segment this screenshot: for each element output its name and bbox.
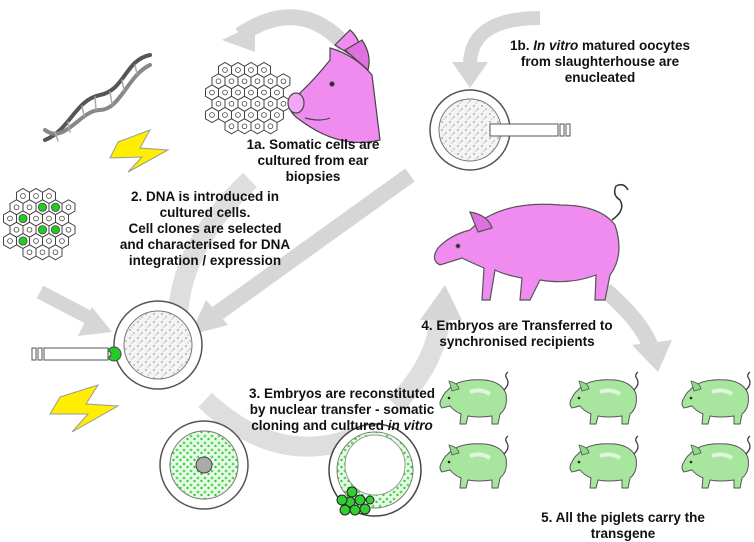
- cell-nucleus: [26, 249, 33, 256]
- dna-helix-icon: [43, 53, 152, 142]
- arrow-to-piglets: [599, 283, 658, 349]
- cell-nucleus: [235, 112, 241, 118]
- cell-nucleus: [46, 193, 52, 199]
- piglet-icon: [439, 371, 509, 425]
- cell-nucleus: [222, 112, 228, 118]
- cell-nucleus: [26, 226, 33, 233]
- piglet-icon: [681, 435, 751, 489]
- cell-nucleus: [254, 123, 261, 130]
- arrow-1b-head: [452, 62, 488, 88]
- cell-nucleus: [37, 225, 48, 235]
- cell-nucleus: [248, 67, 254, 73]
- pipette-icon: [489, 123, 571, 137]
- cell-nucleus: [65, 226, 72, 233]
- step-5-label: 5. All the piglets carry the transgene: [541, 510, 705, 541]
- step-3-label: 3. Embryos are reconstituted by nuclear …: [248, 386, 436, 433]
- cell-nucleus: [65, 204, 72, 211]
- cell-nucleus: [59, 215, 65, 222]
- arrow-top-head: [222, 24, 255, 52]
- transfected-cell-cluster: [3, 187, 76, 261]
- cell-nucleus: [241, 123, 248, 130]
- pig-head-icon: [287, 29, 381, 144]
- cell-nucleus: [13, 204, 20, 211]
- cell-nucleus: [26, 204, 33, 211]
- cell-nucleus: [222, 67, 228, 73]
- cell-nucleus: [37, 202, 48, 212]
- cell-nucleus: [222, 89, 228, 96]
- oocyte-icon: [429, 89, 522, 171]
- cell-nucleus: [274, 112, 280, 118]
- cell-nucleus: [228, 100, 235, 107]
- step-2-label: 2. DNA is introduced in cultured cells. …: [119, 189, 291, 268]
- cell-nucleus: [280, 78, 287, 85]
- step-4-label: 4. Embryos are Transferred to synchronis…: [421, 318, 613, 349]
- pipette-icon: [31, 347, 109, 361]
- piglet-icon: [569, 435, 639, 489]
- lightning-icon: [109, 129, 170, 173]
- cell-nucleus: [52, 249, 59, 256]
- blastocyst-icon: [328, 423, 422, 517]
- cell-nucleus: [235, 89, 241, 96]
- cell-nucleus: [228, 78, 235, 85]
- arrow-top-curve: [235, 9, 351, 51]
- arrow-cells-to-embryo: [36, 285, 94, 325]
- cell-nucleus: [20, 193, 26, 199]
- piglet-icon: [681, 371, 751, 425]
- arrow-1b-curve: [463, 11, 541, 66]
- arrow-cycle-head: [420, 285, 462, 320]
- cell-nucleus: [18, 213, 28, 224]
- cell-nucleus: [13, 226, 20, 233]
- cell-nucleus: [59, 238, 65, 244]
- arrow-diagonal: [210, 168, 415, 322]
- piglet-icon: [569, 371, 639, 425]
- step-1a-label: 1a. Somatic cells are cultured from ear …: [246, 137, 380, 184]
- reconstituted-embryo: [104, 300, 203, 390]
- cell-nucleus: [209, 112, 215, 118]
- cell-nucleus: [261, 89, 267, 96]
- cell-nucleus: [46, 215, 52, 222]
- cell-nucleus: [254, 100, 261, 107]
- cell-nucleus: [235, 67, 241, 73]
- cell-nucleus: [7, 215, 13, 222]
- arrow-piglets-head: [632, 340, 672, 372]
- cell-nucleus: [261, 112, 267, 118]
- cell-nucleus: [248, 89, 254, 96]
- cell-nucleus: [50, 202, 60, 212]
- piglet-group: [439, 371, 751, 489]
- cell-nucleus: [248, 112, 254, 118]
- cell-nucleus: [274, 89, 280, 96]
- cell-nucleus: [280, 100, 287, 107]
- cell-nucleus: [261, 67, 267, 73]
- cell-nucleus: [241, 100, 248, 107]
- arrow-cells-head: [78, 307, 112, 336]
- step-1b-label: 1b. In vitro matured oocytes from slaugh…: [509, 38, 691, 85]
- cell-nucleus: [18, 236, 28, 246]
- piglet-icon: [439, 435, 509, 489]
- cell-nucleus: [50, 225, 60, 235]
- cell-nucleus: [228, 123, 235, 130]
- cell-nucleus: [241, 78, 248, 85]
- cell-nucleus: [39, 249, 46, 256]
- cell-nucleus: [267, 100, 274, 107]
- cell-nucleus: [46, 238, 52, 244]
- lightning-icon: [49, 384, 120, 433]
- arrow-diagonal-head: [190, 300, 228, 335]
- cell-nucleus: [33, 193, 39, 199]
- somatic-cell-cluster: [205, 61, 291, 135]
- cell-nucleus: [33, 215, 39, 222]
- cell-nucleus: [209, 89, 215, 96]
- cell-nucleus: [215, 100, 222, 107]
- cell-nucleus: [254, 78, 261, 85]
- cell-nucleus: [33, 238, 39, 244]
- cell-nucleus: [7, 238, 13, 244]
- cell-nucleus: [267, 78, 274, 85]
- arrow-cycle-right: [387, 309, 450, 413]
- adult-pig-icon: [433, 183, 629, 301]
- activated-embryo: [159, 420, 249, 510]
- cell-nucleus: [215, 78, 222, 85]
- cell-nucleus: [267, 123, 274, 130]
